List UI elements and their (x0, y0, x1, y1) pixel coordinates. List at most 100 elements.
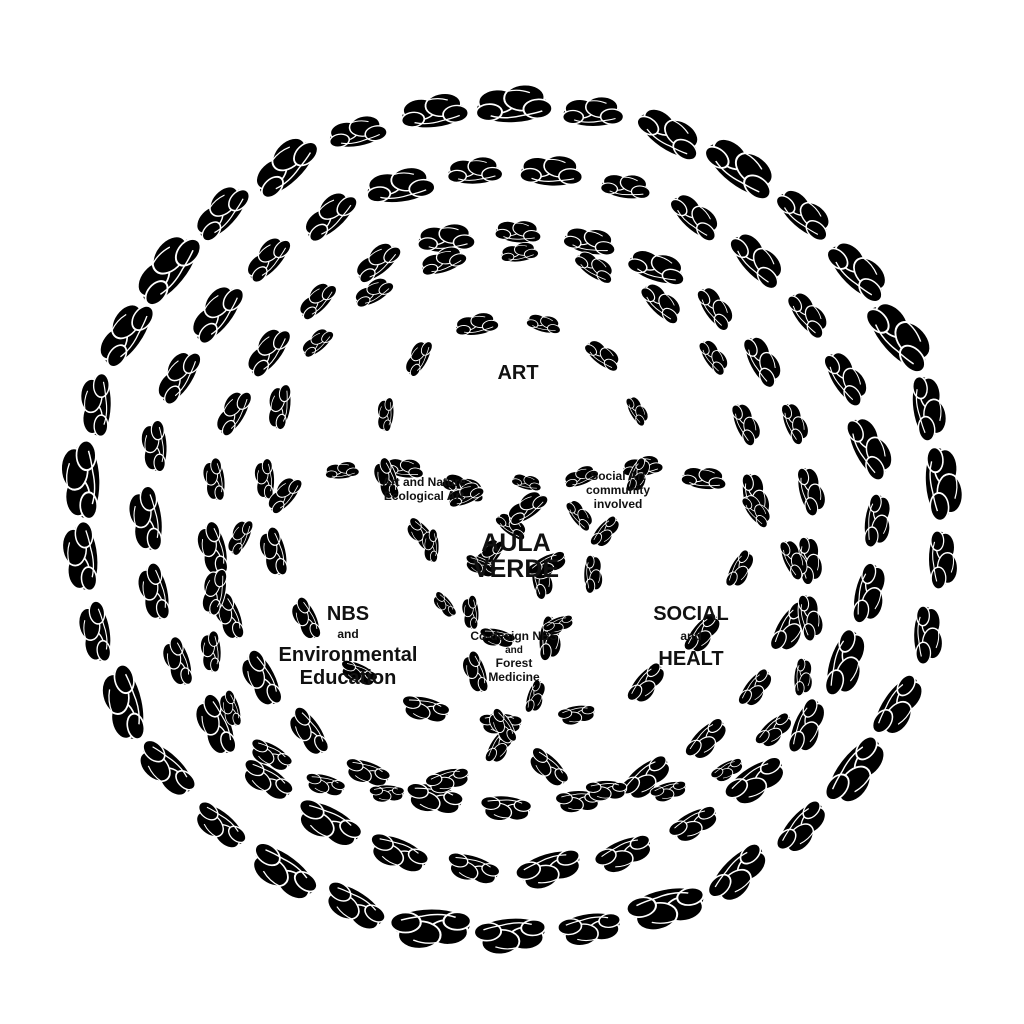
nbs-line3: Environmental (278, 643, 418, 666)
cloud-icon (858, 291, 944, 381)
cloud-icon (125, 222, 210, 313)
cloud-icon (157, 633, 198, 690)
cloud-icon (460, 594, 481, 631)
cloud-icon (325, 111, 390, 153)
cloud-icon (442, 847, 503, 891)
cloud-icon (912, 604, 944, 666)
cloud-icon (817, 729, 896, 815)
cloud-icon (453, 310, 501, 339)
cloud-icon (770, 180, 840, 248)
cloud-icon (128, 733, 202, 806)
cloud-icon (624, 242, 691, 291)
cloud-icon (631, 98, 710, 168)
cloud-icon (398, 691, 452, 728)
cloud-icon (777, 398, 814, 448)
cloud-icon (473, 82, 554, 126)
cloud-icon (590, 829, 658, 880)
cloud-icon (324, 460, 361, 481)
cloud-icon (368, 784, 405, 804)
cloud-icon (727, 398, 766, 449)
cloud-icon (518, 152, 585, 189)
cloud-icon (510, 470, 544, 494)
cloud-icon (209, 383, 257, 440)
cloud-icon (737, 330, 789, 392)
cloud-icon (927, 529, 959, 590)
sector-label-social: SOCIAL and HEALT (628, 603, 754, 671)
cloud-icon (792, 657, 815, 698)
social-title: SOCIAL (653, 603, 729, 625)
cloud-icon (95, 661, 152, 746)
cloud-icon (555, 908, 624, 950)
cloud-icon (561, 95, 625, 128)
cloud-icon (818, 344, 876, 412)
cloud-icon (186, 175, 257, 248)
cloud-icon (281, 702, 334, 762)
cloud-icon (622, 392, 653, 429)
cloud-icon (556, 702, 598, 728)
cloud-icon (478, 792, 533, 825)
cloud-icon (524, 310, 564, 337)
cloud-icon (921, 444, 966, 523)
nbs-title: NBS (326, 603, 370, 625)
cloud-icon (316, 874, 391, 940)
cloud-icon (398, 89, 471, 133)
cloud-icon (847, 560, 893, 629)
cloud-icon (522, 742, 573, 793)
cloud-icon (297, 323, 338, 361)
social-and: and (680, 629, 702, 643)
cloud-icon (74, 598, 116, 666)
nbs-line4: Education (299, 666, 397, 689)
cloud-icon (186, 795, 252, 857)
cloud-icon (697, 127, 786, 208)
cloud-icon (78, 371, 114, 438)
cloud-icon (598, 169, 654, 203)
cloud-icon (865, 669, 933, 746)
cloud-icon (288, 792, 367, 856)
cloud-icon (421, 528, 440, 563)
cloud-icon (586, 512, 625, 553)
cloud-icon (472, 914, 549, 957)
cloud-icon (446, 155, 504, 186)
cloud-icon (253, 457, 276, 500)
cloud-icon (770, 794, 835, 862)
cloud-icon (820, 231, 898, 310)
cloud-icon (192, 518, 233, 579)
cloud-icon (149, 342, 208, 410)
cloud-icon (293, 275, 342, 325)
cloud-icon (580, 334, 626, 376)
cloud-icon (133, 560, 175, 624)
cloud-icon (664, 185, 728, 248)
cloud-icon (255, 524, 292, 580)
cloud-icon (296, 182, 364, 248)
overlap-label-art-nbs: Art and Nature Ecological Art (382, 475, 466, 503)
cloud-icon (493, 217, 543, 246)
sector-label-nbs: NBS and Environmental Education (258, 603, 438, 690)
overlap-label-art-social: Social Art community involved (585, 469, 650, 511)
cloud-icon (723, 224, 793, 296)
cloud-icon (721, 546, 760, 593)
cloud-icon (389, 907, 473, 950)
cloud-icon (680, 713, 734, 767)
cloud-icon (733, 664, 779, 713)
social-line3: HEALT (658, 647, 724, 670)
sector-label-art: ART (497, 362, 539, 384)
cloud-icon (245, 125, 326, 206)
cloud-icon (374, 396, 396, 433)
cloud-icon (241, 834, 324, 911)
cloud-icon (302, 769, 348, 801)
cloud-icon (679, 463, 729, 493)
cloud-icon (664, 800, 724, 849)
cloud-icon (199, 630, 223, 674)
cloud-icon (400, 335, 437, 380)
cloud-icon (125, 484, 167, 554)
overlap-label-nbs-social: Co-design NBS and Forest Medicine (470, 629, 558, 685)
cloud-icon (860, 492, 896, 551)
cloud-icon (59, 439, 103, 521)
cloud-icon (907, 372, 951, 444)
nbs-and: and (337, 627, 359, 641)
cloud-icon (239, 229, 297, 288)
cloud-icon (782, 285, 835, 344)
cloud-icon (623, 880, 710, 936)
cloud-icon (582, 554, 604, 595)
